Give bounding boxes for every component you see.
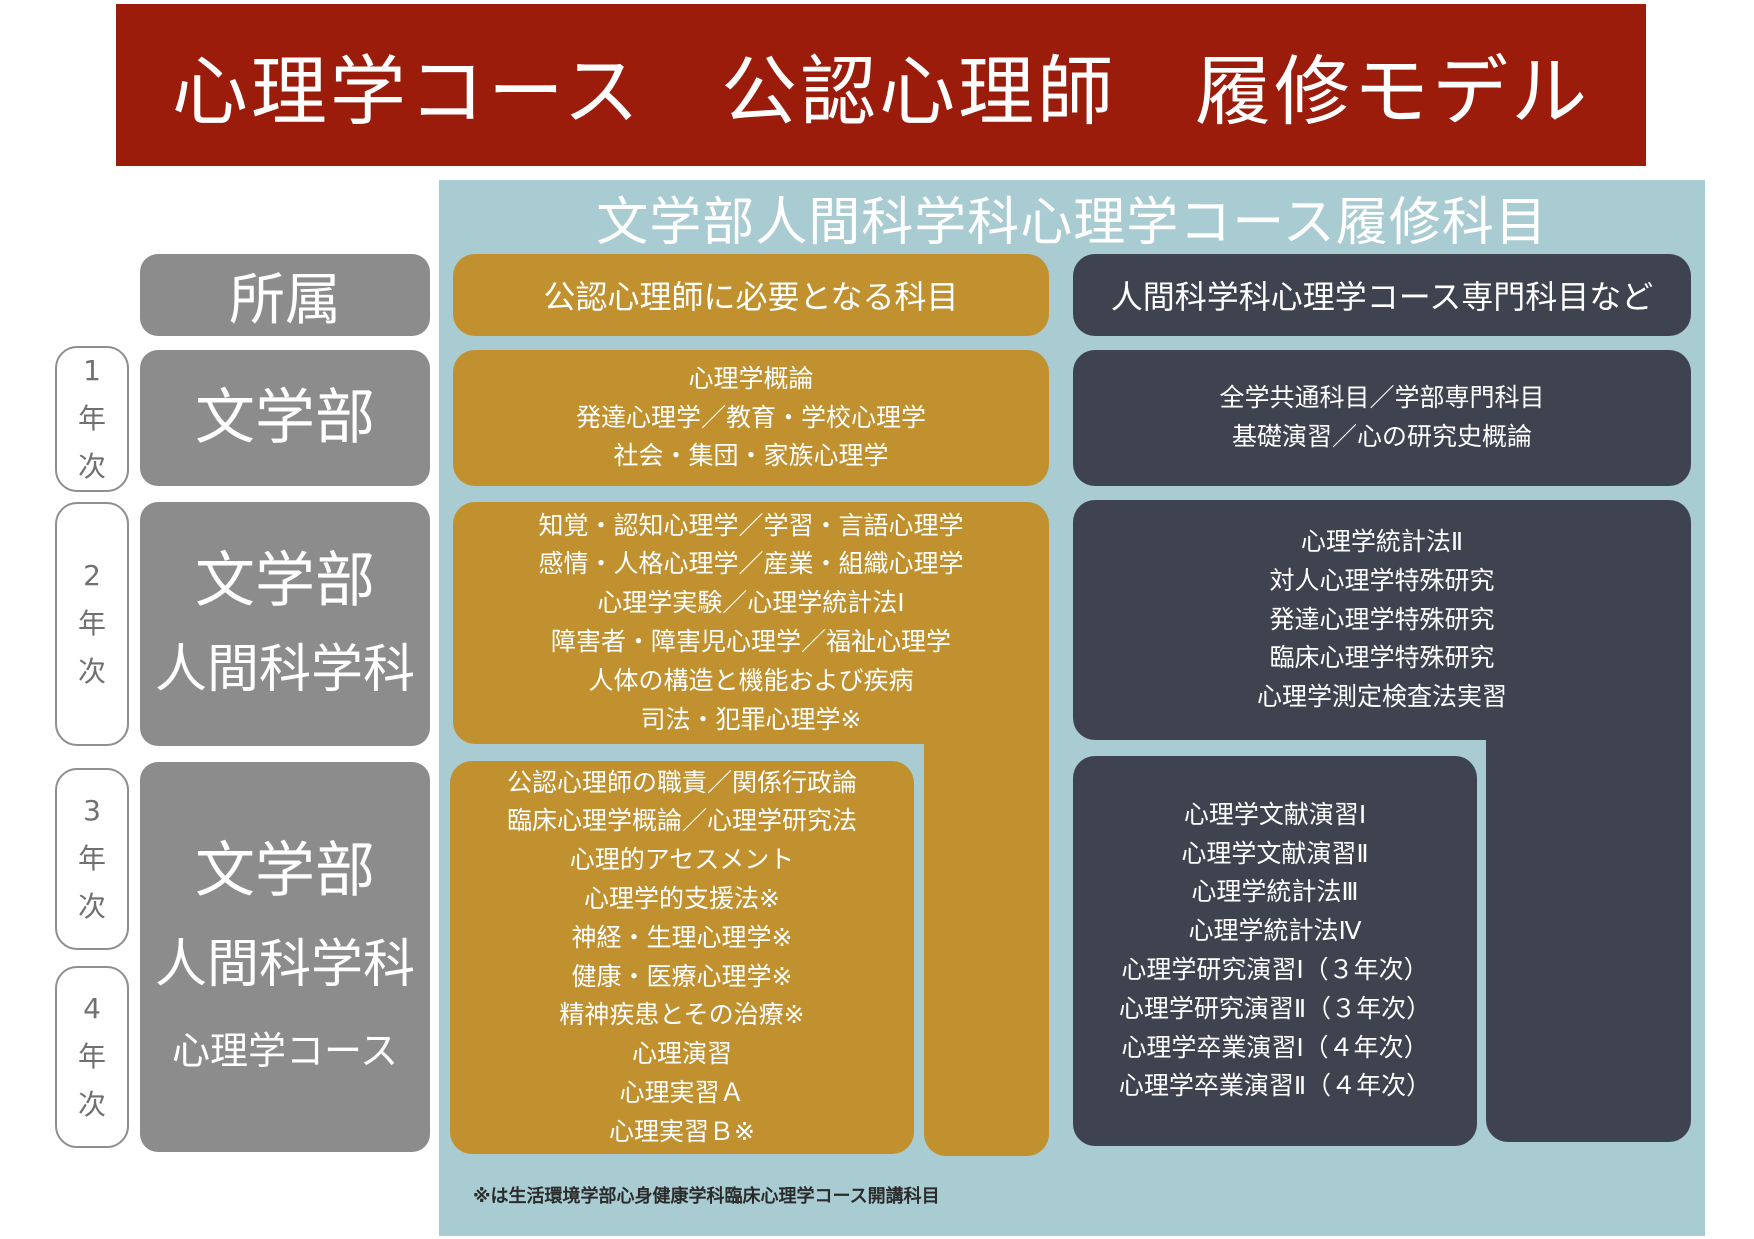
year-char: 年 [77, 607, 106, 640]
subject-item: 知覚・認知心理学／学習・言語心理学 [538, 510, 964, 540]
subject-list: 心理学統計法Ⅱ 対人心理学特殊研究 発達心理学特殊研究 臨床心理学特殊研究 心理… [1257, 523, 1507, 717]
subject-item: 健康・医療心理学※ [571, 961, 793, 991]
subject-item: 公認心理師の職責／関係行政論 [506, 767, 857, 797]
affiliation-department: 人間科学科 [154, 935, 415, 995]
subject-item: 心理学卒業演習Ⅱ（４年次） [1118, 1071, 1432, 1101]
year-2-label: 2 年 次 [55, 502, 129, 746]
subject-item: 心理学研究演習Ⅱ（３年次） [1118, 993, 1432, 1023]
subject-item: 発達心理学／教育・学校心理学 [575, 402, 926, 432]
subject-item: 心理学統計法Ⅳ [1188, 916, 1362, 946]
subject-item: 心理実習Ａ [619, 1077, 745, 1107]
subject-item: 心理学卒業演習Ⅰ（４年次） [1121, 1032, 1429, 1062]
year-char: 年 [77, 1040, 106, 1073]
affiliation-faculty: 文学部 [195, 546, 375, 616]
year-suffix: 次 [77, 655, 106, 688]
subject-item: 心理学統計法Ⅲ [1191, 877, 1359, 907]
title-banner: 心理学コース 公認心理師 履修モデル [116, 4, 1646, 166]
subject-item: 心理学的支援法※ [584, 883, 780, 913]
affiliation-department: 人間科学科 [154, 640, 415, 700]
subject-item: 心理学研究演習Ⅰ（３年次） [1121, 955, 1429, 984]
required-year2-extension [924, 700, 1049, 1156]
subject-list: 心理学概論 発達心理学／教育・学校心理学 社会・集団・家族心理学 [576, 360, 926, 476]
year-suffix: 次 [77, 1088, 106, 1121]
year-number: 1 [83, 354, 101, 387]
subject-list: 公認心理師の職責／関係行政論 臨床心理学概論／心理学研究法 心理的アセスメント … [507, 764, 857, 1152]
subject-item: 心理学文献演習Ⅰ [1183, 799, 1367, 829]
subject-item: 障害者・障害児心理学／福祉心理学 [550, 627, 951, 656]
subject-item: 臨床心理学特殊研究 [1269, 643, 1495, 673]
subject-item: 精神疾患とその治療※ [559, 1000, 805, 1030]
required-subjects-year34: 公認心理師の職責／関係行政論 臨床心理学概論／心理学研究法 心理的アセスメント … [450, 761, 914, 1154]
specialized-subjects-year34: 心理学文献演習Ⅰ 心理学文献演習Ⅱ 心理学統計法Ⅲ 心理学統計法Ⅳ 心理学研究演… [1073, 756, 1477, 1146]
subject-item: 心理学概論 [688, 363, 814, 393]
subject-item: 基礎演習／心の研究史概論 [1231, 422, 1532, 451]
year-suffix: 次 [77, 450, 106, 483]
affiliation-course: 心理学コース [171, 1029, 399, 1073]
year-3-label: 3 年 次 [55, 768, 129, 950]
required-subjects-year1: 心理学概論 発達心理学／教育・学校心理学 社会・集団・家族心理学 [453, 350, 1049, 486]
year-number: 4 [83, 992, 101, 1025]
year-number: 2 [83, 559, 101, 592]
subject-item: 発達心理学特殊研究 [1269, 604, 1495, 634]
subject-item: 社会・集団・家族心理学 [613, 441, 889, 471]
subject-item: 心理学統計法Ⅱ [1300, 527, 1464, 556]
year-char: 年 [77, 402, 106, 435]
subject-item: 心理演習 [631, 1039, 732, 1069]
subject-item: 対人心理学特殊研究 [1269, 565, 1495, 595]
subject-item: 臨床心理学概論／心理学研究法 [506, 806, 857, 836]
required-subjects-header: 公認心理師に必要となる科目 [453, 254, 1049, 336]
subject-item: 心理的アセスメント [569, 845, 795, 875]
subject-item: 感情・人格心理学／産業・組織心理学 [538, 549, 964, 579]
specialized-subjects-year2: 心理学統計法Ⅱ 対人心理学特殊研究 発達心理学特殊研究 臨床心理学特殊研究 心理… [1073, 500, 1691, 740]
year-suffix: 次 [77, 890, 106, 923]
affiliation-year1: 文学部 [140, 350, 430, 486]
subject-list: 知覚・認知心理学／学習・言語心理学 感情・人格心理学／産業・組織心理学 心理学実… [538, 507, 963, 740]
affiliation-header: 所属 [140, 254, 430, 336]
year-char: 年 [77, 842, 106, 875]
affiliation-faculty: 文学部 [195, 836, 375, 906]
subject-item: 心理学測定検査法実習 [1256, 682, 1507, 712]
subject-list: 心理学文献演習Ⅰ 心理学文献演習Ⅱ 心理学統計法Ⅲ 心理学統計法Ⅳ 心理学研究演… [1119, 796, 1431, 1106]
specialized-subjects-year1: 全学共通科目／学部専門科目 基礎演習／心の研究史概論 [1073, 350, 1691, 486]
page-title: 心理学コース 公認心理師 履修モデル [171, 47, 1591, 136]
subject-item: 心理学実験／心理学統計法Ⅰ [597, 588, 905, 618]
subject-item: 心理実習Ｂ※ [609, 1116, 755, 1146]
specialized-subjects-header: 人間科学科心理学コース専門科目など [1073, 254, 1691, 336]
panel-title: 文学部人間科学科心理学コース履修科目 [596, 192, 1548, 253]
subject-item: 全学共通科目／学部専門科目 [1219, 383, 1545, 413]
subject-list: 全学共通科目／学部専門科目 基礎演習／心の研究史概論 [1219, 379, 1544, 457]
subject-item: 神経・生理心理学※ [571, 922, 793, 952]
subject-item: 人体の構造と機能および疾病 [588, 665, 914, 695]
affiliation-year2: 文学部 人間科学科 [140, 502, 430, 746]
required-subjects-year2: 知覚・認知心理学／学習・言語心理学 感情・人格心理学／産業・組織心理学 心理学実… [453, 502, 1049, 744]
year-1-label: 1 年 次 [55, 346, 129, 492]
footnote: ※は生活環境学部心身健康学科臨床心理学コース開講科目 [473, 1186, 940, 1207]
subject-item: 司法・犯罪心理学※ [640, 704, 862, 734]
subject-item: 心理学文献演習Ⅱ [1181, 838, 1369, 868]
affiliation-year34: 文学部 人間科学科 心理学コース [140, 762, 430, 1152]
affiliation-faculty: 文学部 [195, 383, 375, 453]
specialized-year2-extension [1486, 700, 1691, 1142]
year-number: 3 [83, 794, 101, 827]
year-4-label: 4 年 次 [55, 966, 129, 1148]
